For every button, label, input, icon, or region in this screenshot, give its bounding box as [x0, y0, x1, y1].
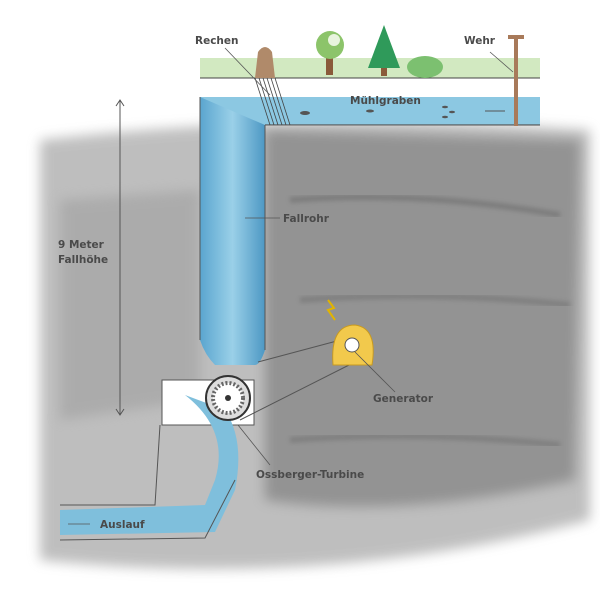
- lightning-icon: [326, 299, 336, 321]
- generator-icon: [332, 324, 374, 366]
- penstock-pipe: [200, 97, 265, 365]
- rake-icon: [254, 77, 291, 126]
- label-rake: Rechen: [195, 35, 239, 47]
- post-icon: [255, 47, 275, 78]
- ground-shading: [40, 122, 590, 569]
- fish-icons: [300, 105, 455, 119]
- label-weir: Wehr: [464, 35, 496, 47]
- turbine-icon: [205, 375, 251, 421]
- label-head-line1: 9 Meter: [58, 239, 105, 251]
- label-generator: Generator: [373, 393, 434, 405]
- label-head-line2: Fallhöhe: [58, 254, 108, 266]
- label-turbine: Ossberger-Turbine: [256, 469, 364, 481]
- label-outlet: Auslauf: [100, 519, 145, 531]
- head-height-arrow: [115, 99, 125, 416]
- weir-gate-icon: [508, 35, 524, 126]
- leader-lines: [68, 47, 514, 525]
- label-penstock: Fallrohr: [283, 213, 330, 225]
- tree-icon: [316, 31, 344, 75]
- fir-tree-icon: [368, 25, 400, 76]
- bush-icon: [407, 56, 443, 78]
- label-mill-race: Mühlgraben: [350, 95, 421, 107]
- drive-belt: [257, 337, 349, 363]
